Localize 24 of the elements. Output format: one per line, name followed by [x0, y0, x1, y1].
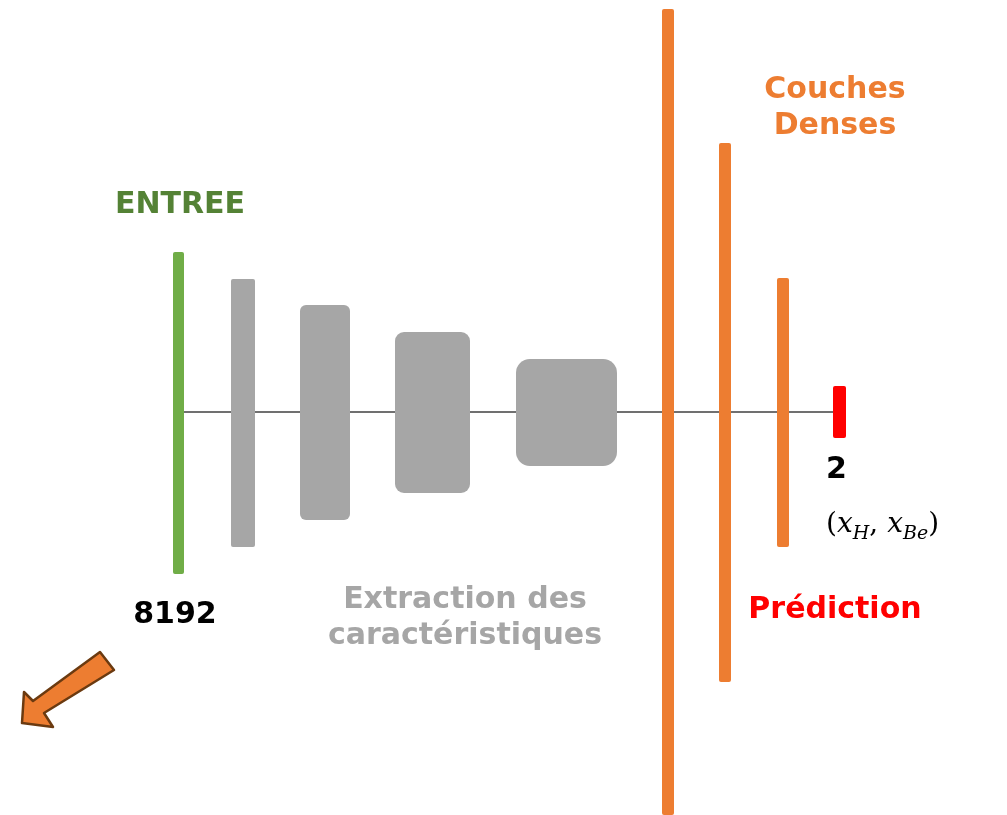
input-size: 8192 [132, 595, 218, 631]
connector-line [469, 411, 517, 413]
connector-line [183, 411, 232, 413]
layer-block [300, 305, 350, 520]
dense-layer-bar [777, 278, 789, 547]
dense-layer-bar [719, 143, 731, 682]
connector-line [254, 411, 301, 413]
connector-line [730, 411, 778, 413]
output-bar [833, 386, 846, 438]
connector-line [616, 411, 663, 413]
group-title: Extraction des caractéristiques [326, 580, 604, 652]
input-title: ENTREE [113, 185, 247, 221]
dense-layer-bar [662, 9, 674, 815]
output-title: Prédiction [747, 590, 923, 626]
input-layer-bar [173, 252, 184, 574]
connector-line [349, 411, 396, 413]
connector-line [673, 411, 720, 413]
output-size: 2 [826, 450, 848, 486]
connector-line [788, 411, 834, 413]
layer-block [516, 359, 617, 466]
output-variables: (x$_{H}$, x$_{Be}$) [826, 505, 941, 545]
layer-bar [231, 279, 255, 547]
layer-block [395, 332, 470, 493]
layer-group-title: Couches Denses [763, 70, 907, 142]
